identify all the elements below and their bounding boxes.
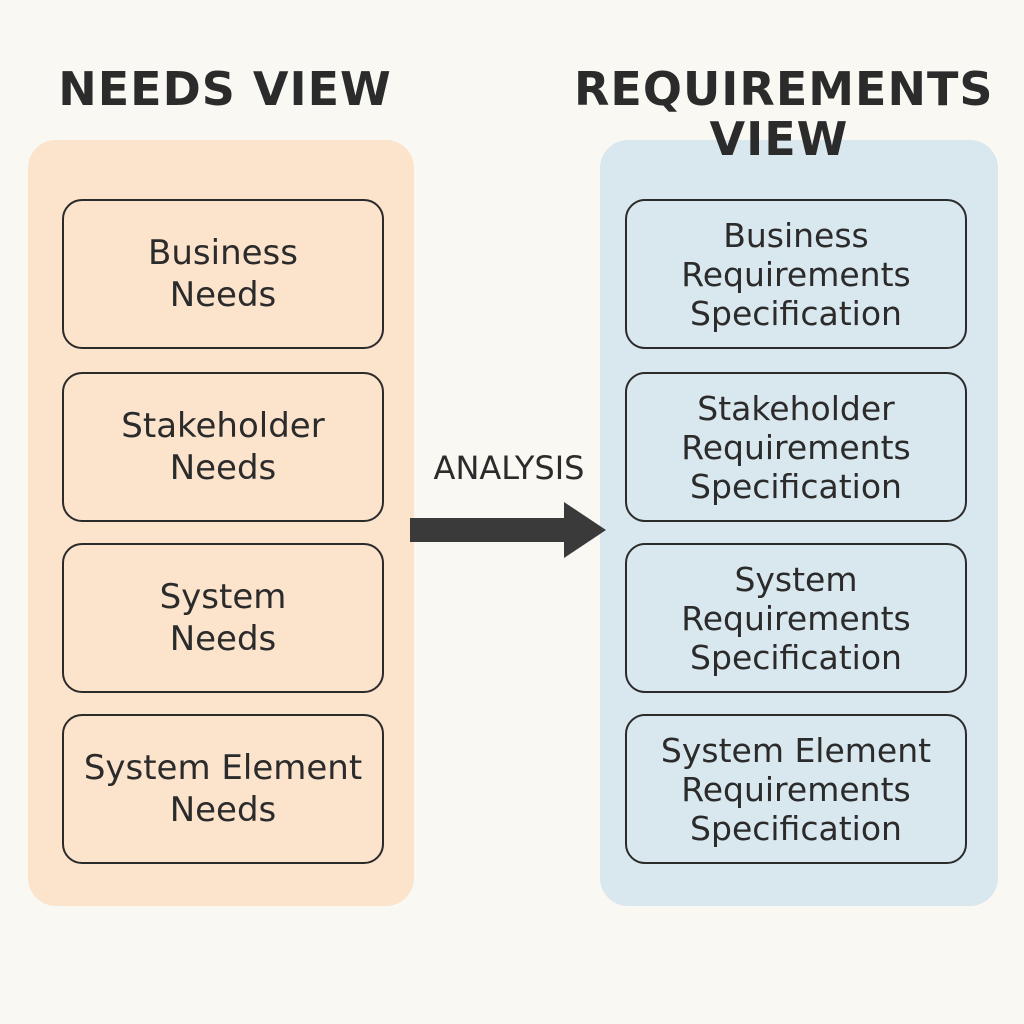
- needs-box-label: Stakeholder Needs: [121, 406, 325, 488]
- needs-box-stakeholder: Stakeholder Needs: [62, 372, 384, 522]
- req-box-label: Stakeholder Requirements Specification: [681, 388, 911, 506]
- req-box-label: Business Requirements Specification: [681, 215, 911, 333]
- needs-box-system: System Needs: [62, 543, 384, 693]
- req-box-business: Business Requirements Specification: [625, 199, 967, 349]
- needs-box-label: System Needs: [159, 577, 287, 659]
- needs-view-title: NEEDS VIEW: [58, 62, 392, 116]
- needs-box-business: Business Needs: [62, 199, 384, 349]
- requirements-view-title: REQUIREMENTS VIEW: [574, 62, 994, 166]
- needs-view-panel: Business Needs Stakeholder Needs System …: [28, 140, 414, 906]
- req-box-system: System Requirements Specification: [625, 543, 967, 693]
- analysis-label: ANALYSIS: [433, 449, 585, 487]
- right-arrow-icon: [410, 502, 606, 558]
- needs-box-label: System Element Needs: [83, 748, 363, 830]
- req-box-label: System Requirements Specification: [681, 559, 911, 677]
- req-box-label: System Element Requirements Specificatio…: [660, 730, 932, 848]
- req-box-system-element: System Element Requirements Specificatio…: [625, 714, 967, 864]
- req-box-stakeholder: Stakeholder Requirements Specification: [625, 372, 967, 522]
- needs-box-system-element: System Element Needs: [62, 714, 384, 864]
- requirements-view-panel: Business Requirements Specification Stak…: [600, 140, 998, 906]
- needs-box-label: Business Needs: [148, 233, 298, 315]
